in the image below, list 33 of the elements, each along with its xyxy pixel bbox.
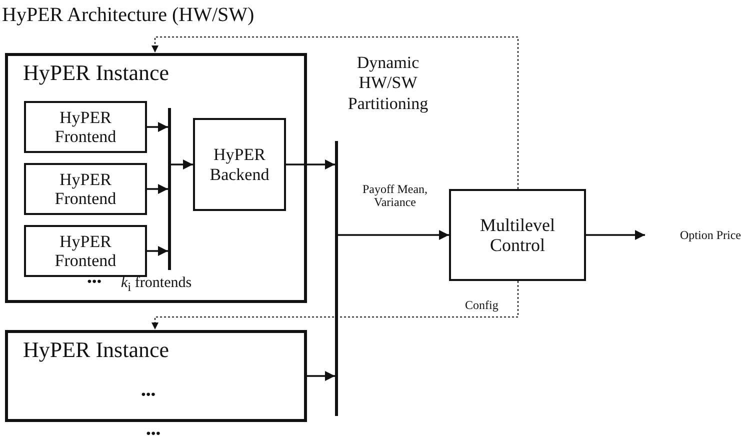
arrow (171, 160, 193, 170)
feedback-arrow (152, 36, 518, 190)
frontend-box (24, 163, 147, 215)
ellipsis-text: ••• (141, 388, 156, 404)
bus-label: Dynamic HW/SW Partitioning (346, 53, 430, 114)
control-box (449, 189, 586, 281)
ellipsis-text: ••• (146, 427, 161, 442)
merge-bar (168, 108, 171, 270)
instance-heading: HyPER Instance (23, 61, 170, 86)
box-label: HyPER Frontend (54, 232, 118, 270)
frontend-count-text: k$_{i}$ frontends (121, 275, 192, 295)
arrow (586, 230, 645, 240)
arrow (338, 230, 449, 240)
frontend-box (24, 225, 147, 277)
output-label: Option Price (680, 229, 741, 243)
instance-heading: HyPER Instance (23, 338, 170, 362)
ellipsis-text: ••• (87, 275, 102, 290)
arrow (286, 160, 335, 170)
frontend-box (24, 101, 147, 153)
edge-label: Payoff Mean, Variance (362, 183, 428, 208)
backend-box (193, 118, 286, 211)
box-label: HyPER Frontend (54, 170, 118, 208)
box-label: HyPER Backend (208, 145, 270, 184)
instance-box (5, 53, 307, 303)
diagram-title: HyPER Architecture (HW/SW) (2, 4, 254, 26)
arrow (147, 246, 168, 256)
edge-label: Config (465, 299, 498, 312)
arrow (147, 122, 168, 132)
box-label: HyPER Frontend (54, 108, 118, 146)
arrow (307, 371, 335, 381)
feedback-arrow (152, 280, 518, 330)
arrow (147, 184, 168, 194)
box-label: Multilevel Control (479, 214, 556, 256)
